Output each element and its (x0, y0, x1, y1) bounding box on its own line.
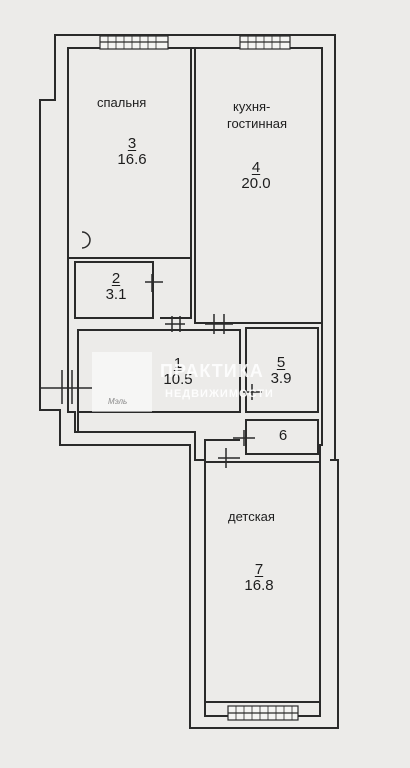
room-closet (245, 419, 319, 455)
closet-number: 6 (278, 427, 288, 444)
label-kids: детская (228, 509, 275, 524)
watermark-logo-caption: Мэль (108, 397, 128, 406)
room-bathroom (74, 261, 154, 319)
doors (40, 274, 262, 468)
hall-area: 10.5 (163, 371, 193, 388)
bedroom-number: 3 (127, 135, 137, 152)
room-walls (67, 47, 323, 703)
bedroom-area: 16.6 (117, 151, 147, 168)
windows (99, 35, 299, 721)
kids-number: 7 (254, 561, 264, 578)
closet-info: 6 (263, 428, 303, 444)
bedroom-bottom-wall (68, 257, 192, 319)
watermark-brand: ПРАКТИКА (160, 361, 264, 381)
kitchen-number: 4 (251, 159, 261, 176)
kids-area: 16.8 (244, 577, 274, 594)
room-kids (204, 461, 321, 703)
toilet-info: 5 3.9 (261, 355, 301, 387)
label-kitchen-line2: гостинная (227, 116, 288, 131)
bathroom-info: 2 3.1 (96, 271, 136, 303)
label-kitchen-line1: кухня- (233, 99, 271, 114)
window-hatching (107, 36, 293, 720)
hall-lower (77, 412, 240, 461)
door-swing-symbol (81, 231, 91, 249)
toilet-area: 3.9 (270, 370, 292, 387)
hall-info: 1 10.5 (158, 356, 198, 388)
watermark-brand-sub: НЕДВИЖИМОСТИ (165, 388, 274, 400)
room-toilet (245, 327, 319, 413)
outer-wall (39, 34, 339, 729)
kitchen-area: 20.0 (241, 175, 271, 192)
bedroom-info: 3 16.6 (112, 136, 152, 168)
room-hall-inner (77, 329, 241, 413)
toilet-number: 5 (276, 354, 286, 371)
watermark-logo-box (92, 352, 152, 412)
kids-info: 7 16.8 (239, 562, 279, 594)
hall-number: 1 (173, 355, 183, 372)
kitchen-info: 4 20.0 (236, 160, 276, 192)
bathroom-area: 3.1 (105, 286, 127, 303)
bathroom-number: 2 (111, 270, 121, 287)
label-bedroom: спальня (97, 95, 147, 110)
